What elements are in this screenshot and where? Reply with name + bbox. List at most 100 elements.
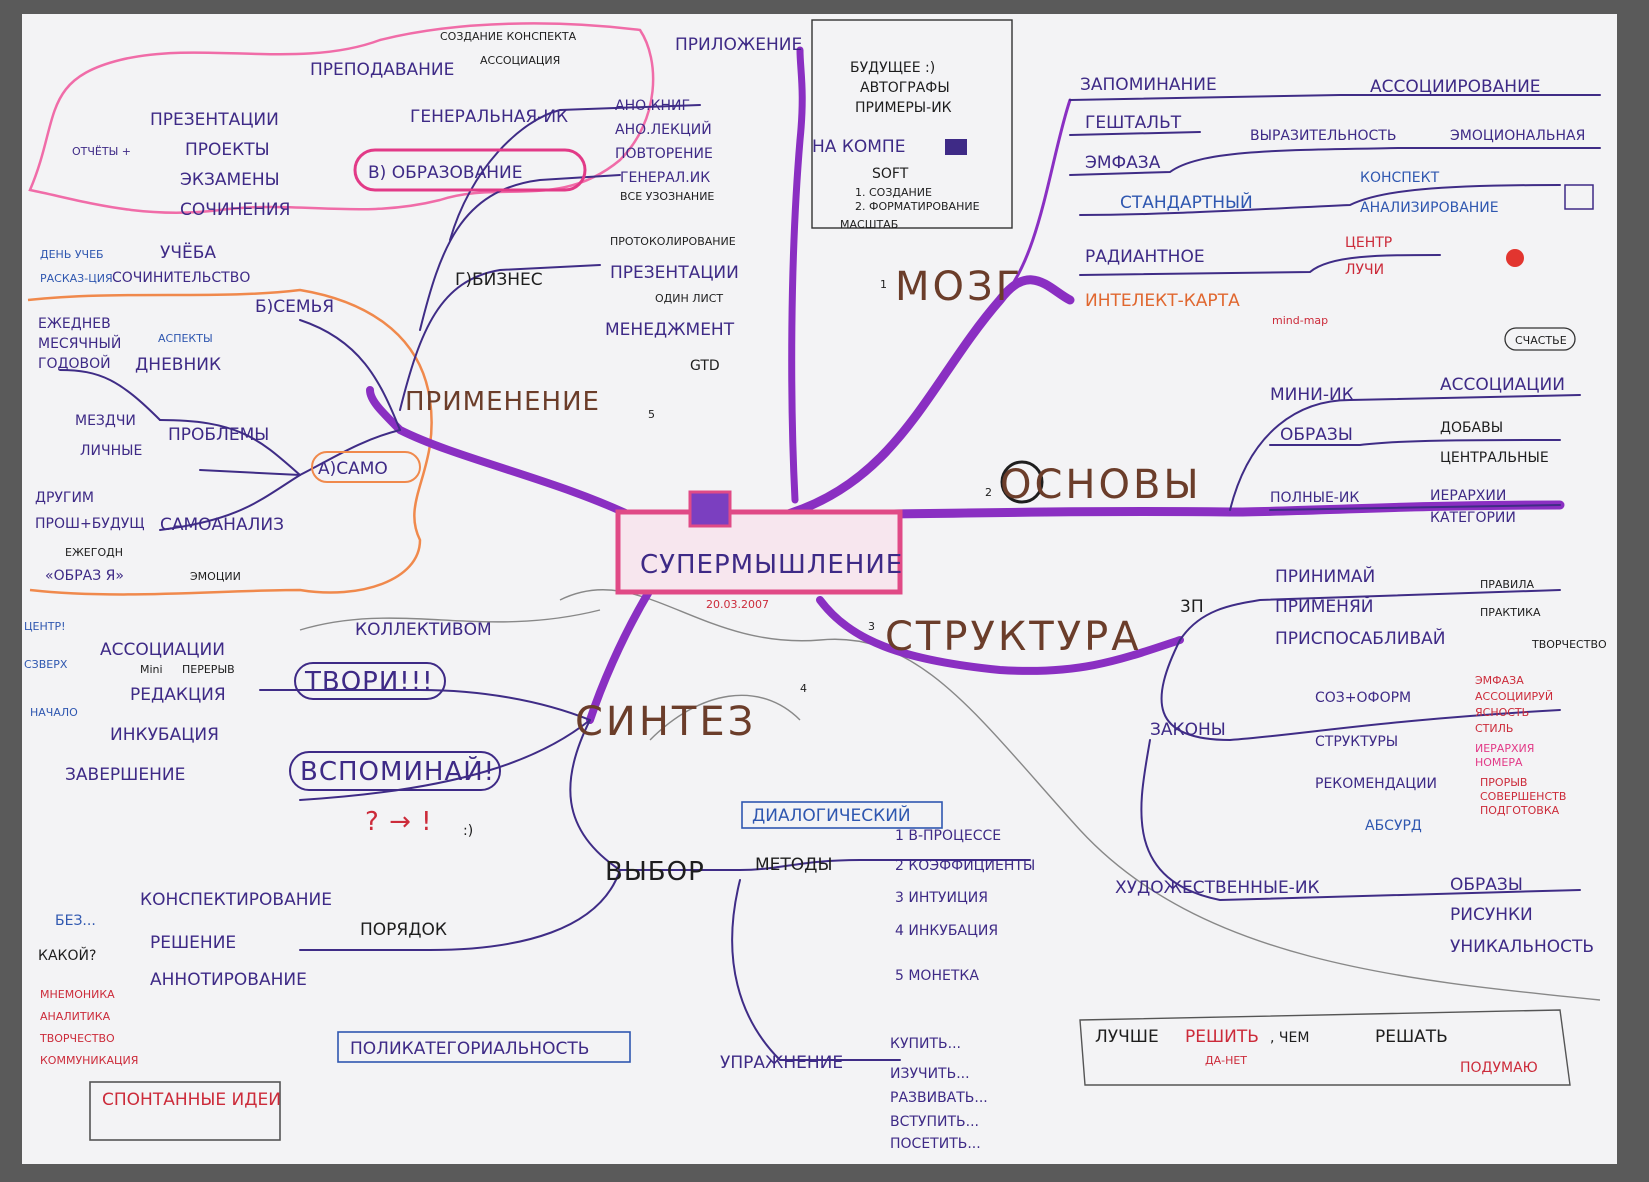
osnovy-sub: КАТЕГОРИИ	[1430, 510, 1516, 526]
osnovy-item: ОБРАЗЫ	[1280, 425, 1353, 445]
obraz-note: ОТЧЁТЫ +	[72, 145, 131, 158]
primenenie-samo: А)САМО	[318, 459, 388, 479]
obraz-item: ПРЕЗЕНТАЦИИ	[150, 110, 279, 130]
dnevnik-sub: МЕСЯЧНЫЙ	[38, 334, 121, 352]
zakony-sub: ЭМФАЗА	[1475, 674, 1524, 687]
gen-sub: АНО.ЛЕКЦИЙ	[615, 120, 712, 138]
metody-item: 3 ИНТУИЦИЯ	[895, 890, 988, 906]
dnevnik-sub: ГОДОВОЙ	[38, 354, 111, 372]
samo-item: ПРОБЛЕМЫ	[168, 425, 269, 445]
primenenie-obraz: В) ОБРАЗОВАНИЕ	[368, 163, 522, 183]
poryadok-note: БЕЗ...	[55, 913, 96, 929]
center-title: СУПЕРМЫШЛЕНИЕ	[640, 550, 903, 580]
mozg-sub: АССОЦИИРОВАНИЕ	[1370, 77, 1541, 97]
gen-sub: ГЕНЕРАЛ.ИК	[620, 170, 710, 186]
struktura-zp-item: ПРИСПОСАБЛИВАЙ	[1275, 627, 1445, 649]
obraz-item: СОЧИНЕНИЯ	[180, 200, 290, 220]
sintez-tvori: ТВОРИ!!!	[304, 667, 434, 697]
prepod-sub: АССОЦИАЦИЯ	[480, 54, 560, 67]
biznes-item: ПРОТОКОЛИРОВАНИЕ	[610, 235, 736, 248]
branch-number: 5	[648, 408, 655, 421]
samo-box	[311, 451, 421, 483]
mozg-item: ЭМФАЗА	[1085, 153, 1161, 173]
branch-mozg-title: МОЗГ	[895, 264, 1023, 310]
mozg-sub: КОНСПЕКТ	[1360, 170, 1440, 186]
hud-item: РИСУНКИ	[1450, 905, 1533, 925]
struktura-hud: ХУДОЖЕСТВЕННЫЕ-ИК	[1115, 878, 1320, 898]
branch-number: 1	[880, 278, 887, 291]
struktura-3p: 3П	[1180, 597, 1204, 617]
secondary-lines	[59, 94, 1601, 1061]
samoanaliz-sub: «ОБРАЗ Я»	[45, 568, 124, 584]
slogan-word: ПОДУМАЮ	[1460, 1060, 1538, 1076]
sintez-uprazh: УПРАЖНЕНИЕ	[720, 1053, 843, 1073]
slogan-frame	[1079, 1009, 1571, 1086]
zakony-sub: АССОЦИИРУЙ	[1475, 690, 1553, 703]
uprazh-item: КУПИТЬ...	[890, 1036, 961, 1052]
slogan-word: ЛУЧШЕ	[1095, 1027, 1159, 1047]
sintez-dialog: ДИАЛОГИЧЕСКИЙ	[752, 804, 911, 826]
osnovy-sub: АССОЦИАЦИИ	[1440, 375, 1565, 395]
primenenie-prepod: ПРЕПОДАВАНИЕ	[310, 60, 454, 80]
samoanaliz-note: ЕЖЕГОДН	[65, 546, 123, 559]
tvori-note: НАЧАЛО	[30, 706, 78, 719]
mozg-item: ЗАПОМИНАНИЕ	[1080, 75, 1217, 95]
center-date: 20.03.2007	[706, 598, 769, 611]
soft-item: 1. СОЗДАНИЕ	[855, 186, 932, 199]
samoanaliz-note: ЭМОЦИИ	[190, 570, 241, 583]
prilozhenie-item: БУДУЩЕЕ :)	[850, 60, 935, 76]
gen-sub: АНО.КНИГ	[615, 98, 690, 114]
primenenie-gen: ГЕНЕРАЛЬНАЯ-ИК	[410, 107, 568, 127]
mozg-sub: mind-map	[1272, 314, 1328, 327]
metody-item: 1 В-ПРОЦЕССЕ	[895, 828, 1001, 844]
branch-struktura-title: СТРУКТУРА	[885, 614, 1142, 660]
eye-icon	[1000, 460, 1044, 504]
osnovy-item: МИНИ-ИК	[1270, 385, 1354, 405]
pencil-line	[559, 589, 1601, 1001]
tvori-note: ЦЕНТР!	[24, 620, 66, 633]
slogan-word: РЕШАТЬ	[1375, 1027, 1448, 1047]
branch-primenenie-title: ПРИМЕНЕНИЕ	[405, 387, 600, 417]
ann-item: КОММУНИКАЦИЯ	[40, 1054, 138, 1067]
osnovy-sub: ЦЕНТРАЛЬНЫЕ	[1440, 450, 1549, 466]
struktura-zp-note: ПРАВИЛА	[1480, 578, 1534, 591]
mozg-sub: АНАЛИЗИРОВАНИЕ	[1360, 200, 1499, 216]
osnovy-sub: ДОБАВЫ	[1440, 420, 1503, 436]
struktura-absurd: АБСУРД	[1365, 818, 1422, 834]
tvori-item: АССОЦИАЦИИ	[100, 640, 225, 660]
vspominai-box	[289, 751, 501, 791]
struktura-zp-note: ПРАКТИКА	[1480, 606, 1541, 619]
branch-number: 4	[800, 682, 807, 695]
samo-item: ДНЕВНИК	[135, 355, 221, 375]
mozg-item: ГЕШТАЛЬТ	[1085, 113, 1182, 133]
self-region-outline	[27, 288, 433, 596]
gen-sub: ВСЕ УЗОЗНАНИЕ	[620, 190, 714, 203]
osnovy-item: ПОЛНЫЕ-ИК	[1270, 490, 1359, 506]
appendix-frame	[811, 19, 1013, 229]
sintez-poli: ПОЛИКАТЕГОРИАЛЬНОСТЬ	[350, 1039, 589, 1059]
gen-sub: ПОВТОРЕНИЕ	[615, 146, 713, 162]
metody-item: 5 МОНЕТКА	[895, 968, 979, 984]
computer-icon	[945, 139, 967, 155]
struktura-zp-note: ТВОРЧЕСТВО	[1531, 638, 1607, 651]
pencil-line	[649, 694, 801, 741]
tvori-item: ЗАВЕРШЕНИЕ	[65, 765, 185, 785]
biznes-item: ПРЕЗЕНТАЦИИ	[610, 263, 739, 283]
mozg-sub: ЦЕНТР	[1345, 235, 1392, 251]
uprazh-item: ВСТУПИТЬ...	[890, 1114, 979, 1130]
slogan-word: ДА-НЕТ	[1205, 1054, 1247, 1067]
uprazh-item: РАЗВИВАТЬ...	[890, 1090, 988, 1106]
poryadok-note: КАКОЙ?	[38, 946, 96, 964]
struktura-zakony: ЗАКОНЫ	[1150, 720, 1226, 740]
mozg-item: РАДИАНТНОЕ	[1085, 247, 1205, 267]
soft-item: 2. ФОРМАТИРОВАНИЕ	[855, 200, 980, 213]
zakony-sub: НОМЕРА	[1475, 756, 1523, 769]
samoanaliz-sub: ДРУГИМ	[35, 490, 94, 506]
hud-item: ОБРАЗЫ	[1450, 875, 1523, 895]
obraz-item: ЭКЗАМЕНЫ	[180, 170, 280, 190]
ann-item: АНАЛИТИКА	[40, 1010, 111, 1023]
biznes-item: ОДИН ЛИСТ	[655, 292, 723, 305]
tvori-note: СЗВЕРХ	[24, 658, 68, 671]
